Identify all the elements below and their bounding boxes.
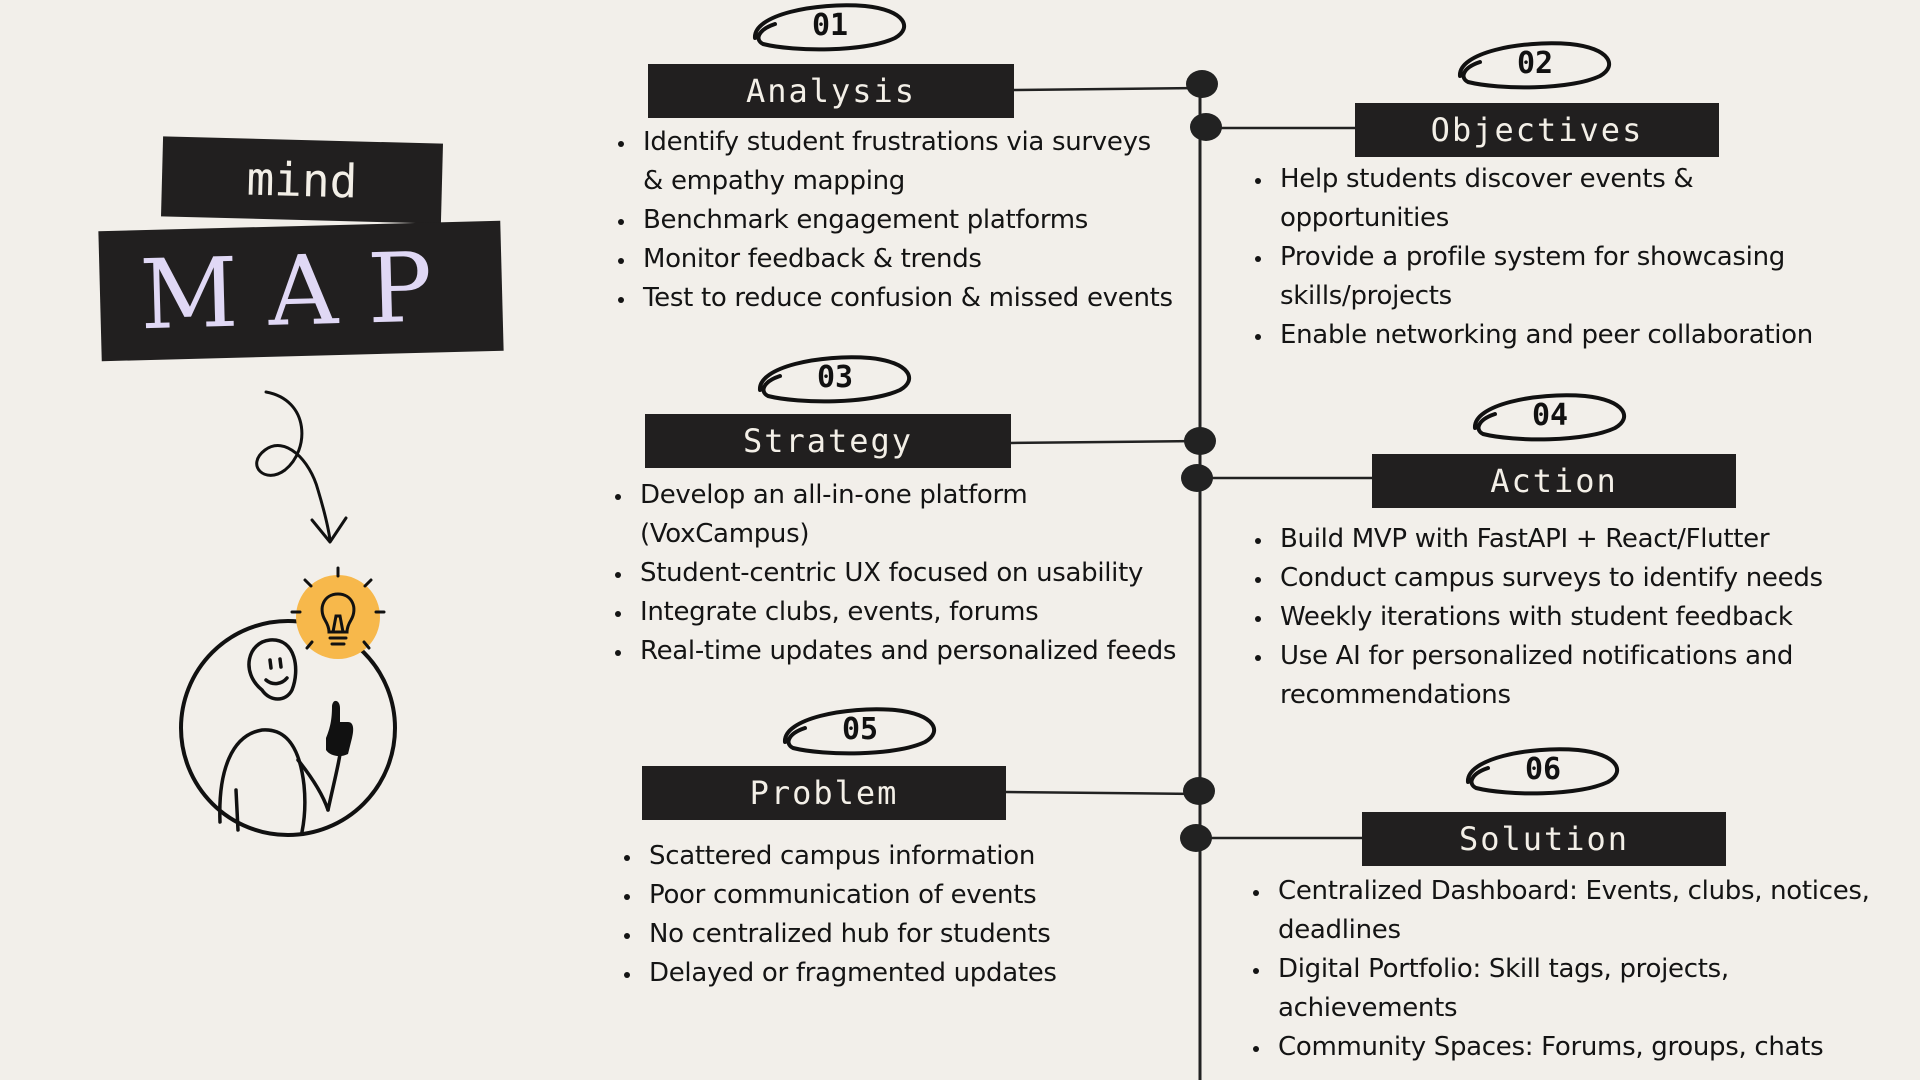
list-item: Develop an all-in-one platform (VoxCampu… [634,476,1184,554]
list-item: Scattered campus information [643,837,1173,876]
list-item: Benchmark engagement platforms [637,201,1177,240]
list-item: Monitor feedback & trends [637,240,1177,279]
list-item: Integrate clubs, events, forums [634,593,1184,632]
section-items-analysis: Identify student frustrations via survey… [615,123,1177,318]
section-items-action: Build MVP with FastAPI + React/Flutter C… [1252,520,1834,715]
list-item: No centralized hub for students [643,915,1173,954]
node-dot-05 [1183,777,1215,805]
list-item: Use AI for personalized notifications an… [1274,637,1834,715]
section-number-badge: 05 [775,704,945,764]
list-item: Digital Portfolio: Skill tags, projects,… [1272,950,1912,1028]
list-item: Conduct campus surveys to identify needs [1274,559,1834,598]
node-dot-04 [1181,464,1213,492]
section-title-objectives: Objectives [1355,103,1719,157]
node-dot-02 [1190,113,1222,141]
node-dot-01 [1186,70,1218,98]
section-title-problem: Problem [642,766,1006,820]
list-item: Build MVP with FastAPI + React/Flutter [1274,520,1834,559]
list-item: Test to reduce confusion & missed events [637,279,1177,318]
list-item: Real-time updates and personalized feeds [634,632,1184,671]
list-item: Student-centric UX focused on usability [634,554,1184,593]
section-items-objectives: Help students discover events & opportun… [1252,160,1834,355]
section-number-badge: 02 [1450,38,1620,98]
section-number-badge: 04 [1465,390,1635,450]
section-number-badge: 03 [750,352,920,412]
node-dot-06 [1180,824,1212,852]
list-item: Poor communication of events [643,876,1173,915]
section-title-solution: Solution [1362,812,1726,866]
section-items-problem: Scattered campus information Poor commun… [621,837,1173,993]
section-items-strategy: Develop an all-in-one platform (VoxCampu… [612,476,1184,671]
curly-arrow-icon [255,390,348,544]
list-item: Centralized Dashboard: Events, clubs, no… [1272,872,1912,950]
section-title-analysis: Analysis [648,64,1014,118]
list-item: Community Spaces: Forums, groups, chats [1272,1028,1912,1067]
section-title-strategy: Strategy [645,414,1011,468]
node-dot-03 [1184,427,1216,455]
list-item: Delayed or fragmented updates [643,954,1173,993]
list-item: Help students discover events & opportun… [1274,160,1834,238]
section-items-solution: Centralized Dashboard: Events, clubs, no… [1250,872,1912,1067]
list-item: Enable networking and peer collaboration [1274,316,1834,355]
person-with-idea-lightbulb-icon [179,566,397,837]
section-title-action: Action [1372,454,1736,508]
section-number-badge: 01 [745,0,915,60]
list-item: Provide a profile system for showcasing … [1274,238,1834,316]
list-item: Weekly iterations with student feedback [1274,598,1834,637]
list-item: Identify student frustrations via survey… [637,123,1177,201]
section-number-badge: 06 [1458,744,1628,804]
